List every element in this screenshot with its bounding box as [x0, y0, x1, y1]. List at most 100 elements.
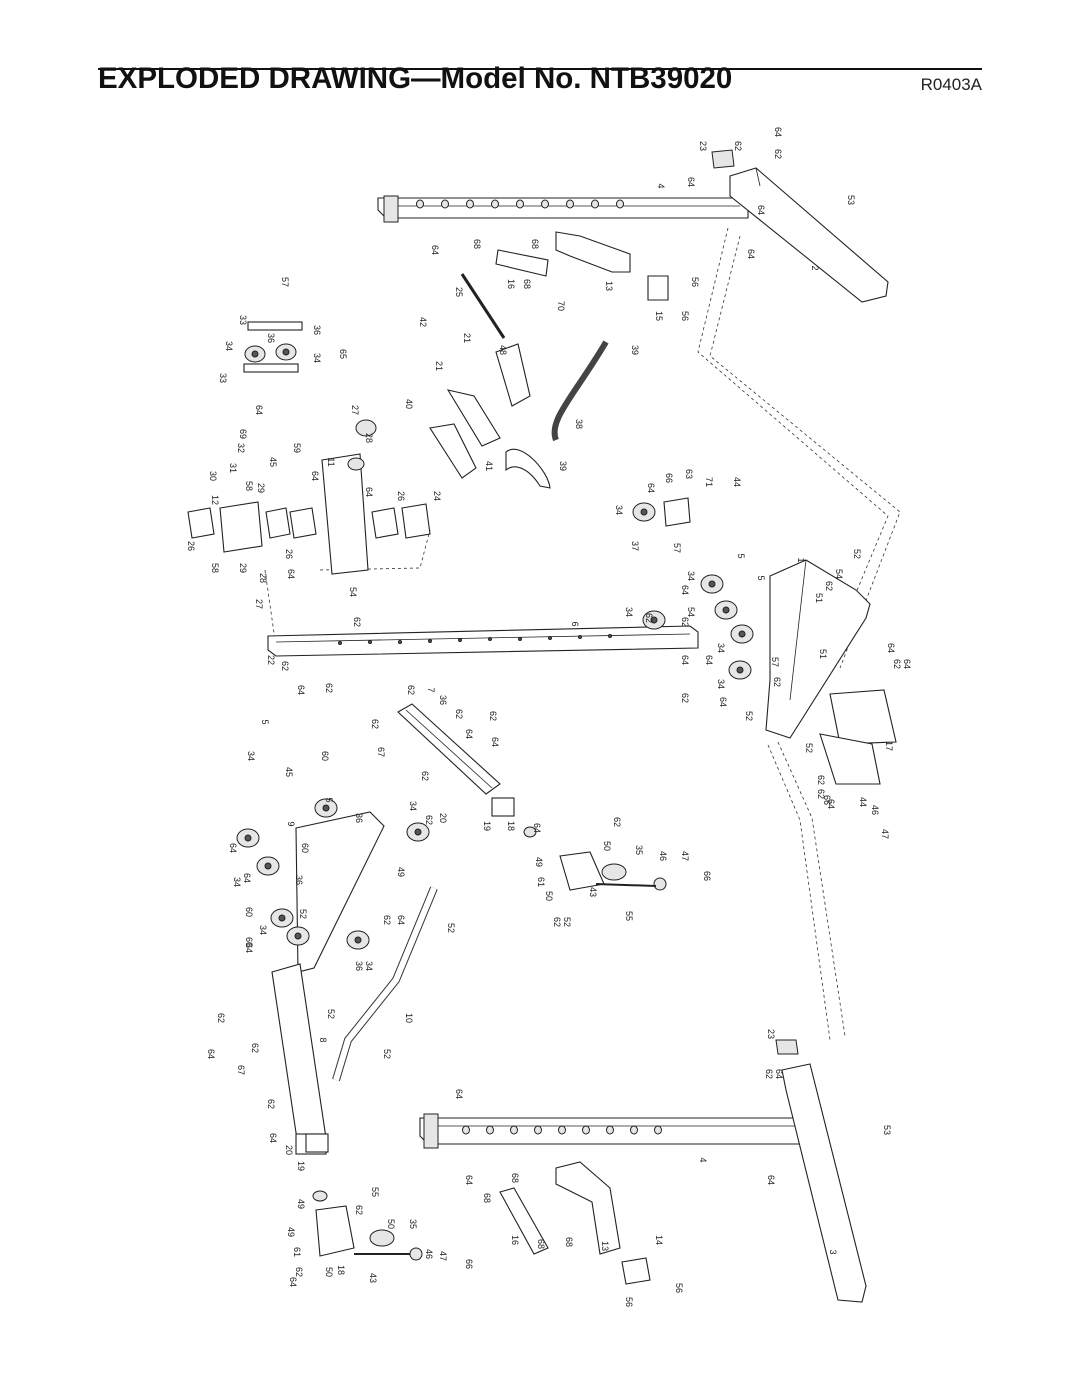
- callout-label: 62: [733, 141, 743, 151]
- callout-label: 36: [354, 813, 364, 823]
- callout-label: 62: [816, 789, 826, 799]
- callout-label: 16: [506, 279, 516, 289]
- callout-label: 34: [258, 925, 268, 935]
- part-2-base-tube: [711, 149, 889, 303]
- callout-label: 64: [756, 205, 766, 215]
- callout-label: 62: [816, 775, 826, 785]
- callout-label: 49: [396, 867, 406, 877]
- callout-label: 55: [370, 1187, 380, 1197]
- callout-label: 13: [600, 1241, 610, 1251]
- callout-label: 26: [186, 541, 196, 551]
- callout-label: 64: [826, 799, 836, 809]
- callout-label: 50: [602, 841, 612, 851]
- callout-label: 20: [284, 1145, 294, 1155]
- part-11-post: [321, 419, 377, 575]
- callout-label: 16: [510, 1235, 520, 1245]
- callout-label: 45: [284, 767, 294, 777]
- part-38-handle-bar: [551, 340, 609, 442]
- callout-label: 6: [570, 621, 580, 626]
- callout-label: 52: [298, 909, 308, 919]
- callout-label: 19: [296, 1161, 306, 1171]
- part-16-lower: [499, 1187, 549, 1255]
- callout-label: 52: [382, 1049, 392, 1059]
- callout-label: 70: [556, 301, 566, 311]
- callout-label: 34: [408, 801, 418, 811]
- callout-label: 19: [482, 821, 492, 831]
- callout-label: 48: [498, 345, 508, 355]
- swivel-assembly-upper: [491, 797, 667, 891]
- callout-label: 36: [438, 695, 448, 705]
- callout-label: 59: [292, 443, 302, 453]
- callout-label: 41: [484, 461, 494, 471]
- part-4-upper-tube: [377, 195, 749, 223]
- callout-label: 17: [884, 741, 894, 751]
- callout-label: 67: [376, 747, 386, 757]
- callout-label: 64: [766, 1175, 776, 1185]
- callout-label: 52: [852, 549, 862, 559]
- callout-label: 64: [296, 685, 306, 695]
- callout-label: 44: [732, 477, 742, 487]
- callout-label: 44: [858, 797, 868, 807]
- callout-label: 34: [312, 353, 322, 363]
- assembly-lines: [264, 227, 901, 1041]
- callout-label: 49: [296, 1199, 306, 1209]
- callout-label: 56: [690, 277, 700, 287]
- callout-label: 62: [612, 817, 622, 827]
- callout-label: 64: [288, 1277, 298, 1287]
- bracket-left: [187, 501, 431, 553]
- callout-label: 23: [698, 141, 708, 151]
- callout-label: 5: [756, 575, 766, 580]
- page-header: EXPLODED DRAWING—Model No. NTB39020 R040…: [98, 62, 982, 106]
- callout-label: 68: [536, 1239, 546, 1249]
- callout-label: 46: [658, 851, 668, 861]
- callout-label: 62: [424, 815, 434, 825]
- callout-label: 66: [822, 795, 832, 805]
- part-13-upper: [555, 231, 631, 273]
- callout-label: 57: [280, 277, 290, 287]
- callout-label: 34: [686, 571, 696, 581]
- callout-label: 62: [324, 683, 334, 693]
- callout-label: 43: [588, 887, 598, 897]
- callout-label: 62: [680, 617, 690, 627]
- callout-label: 68: [530, 239, 540, 249]
- callout-label: 62: [552, 917, 562, 927]
- pulley-cluster-right: [632, 497, 754, 680]
- callout-label: 62: [420, 771, 430, 781]
- callout-label: 46: [870, 805, 880, 815]
- callout-label: 21: [434, 361, 444, 371]
- callout-label: 4: [698, 1157, 708, 1162]
- part-14-lower: [621, 1257, 651, 1285]
- callout-label: 49: [534, 857, 544, 867]
- swivel-assembly-lower: [305, 1133, 423, 1261]
- callout-label: 64: [430, 245, 440, 255]
- part-41-strap: [505, 448, 551, 489]
- callout-label: 62: [454, 709, 464, 719]
- callout-label: 62: [370, 719, 380, 729]
- callout-label: 43: [368, 1273, 378, 1283]
- callout-label: 58: [244, 481, 254, 491]
- callout-label: 54: [834, 569, 844, 579]
- callout-label: 51: [818, 649, 828, 659]
- callout-label: 20: [438, 813, 448, 823]
- callout-label: 64: [464, 729, 474, 739]
- callout-label: 64: [310, 471, 320, 481]
- callout-label: 62: [892, 659, 902, 669]
- callout-label: 18: [336, 1265, 346, 1275]
- callout-label: 39: [630, 345, 640, 355]
- callout-label: 21: [462, 333, 472, 343]
- callout-label: 64: [396, 915, 406, 925]
- callout-label: 53: [846, 195, 856, 205]
- callout-label: 34: [614, 505, 624, 515]
- callout-label: 67: [236, 1065, 246, 1075]
- callout-label: 64: [774, 1069, 784, 1079]
- tube-holes-lower: [462, 1125, 662, 1135]
- callout-label: 35: [634, 845, 644, 855]
- callout-label: 58: [210, 563, 220, 573]
- callout-label: 33: [218, 373, 228, 383]
- callout-label: 42: [418, 317, 428, 327]
- callout-label: 64: [454, 1089, 464, 1099]
- callout-label: 31: [228, 463, 238, 473]
- callout-label: 64: [686, 177, 696, 187]
- part-10-frame: [332, 886, 438, 1082]
